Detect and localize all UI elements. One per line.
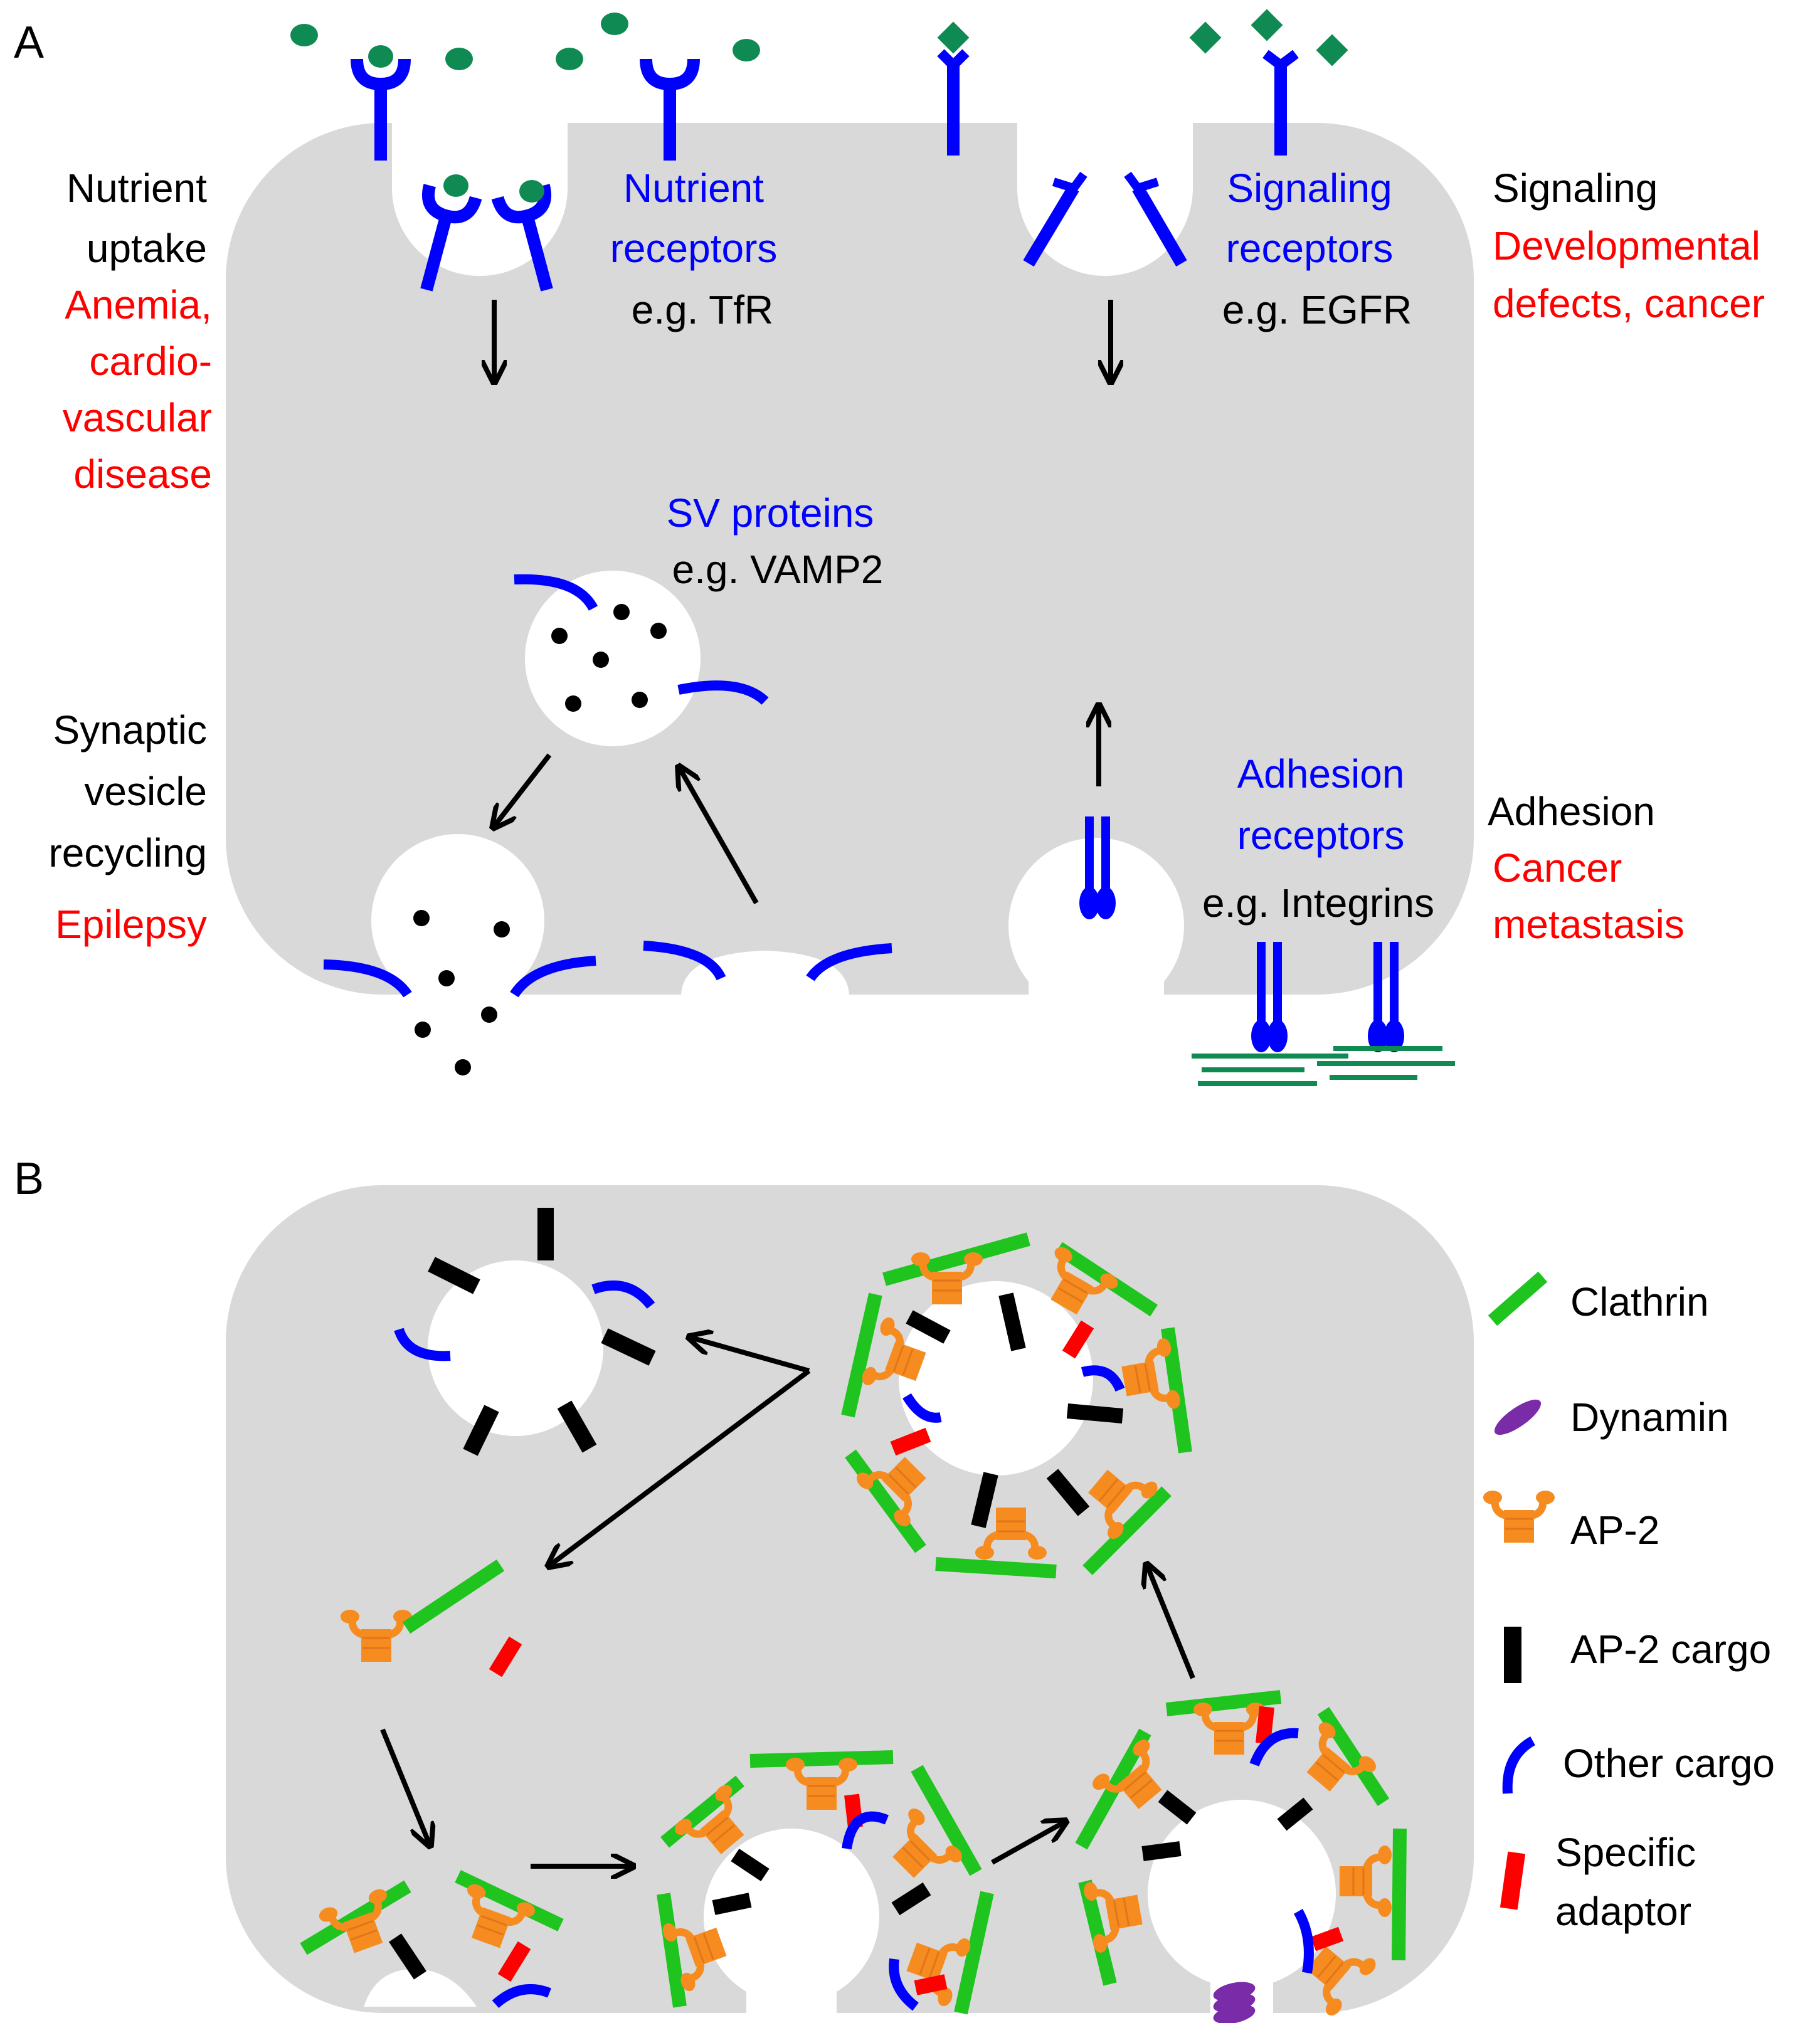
synaptic-disease-label: Epilepsy [55,902,207,947]
uncoated-vesicle [394,1208,656,1456]
svg-text:vesicle: vesicle [84,769,207,814]
svg-text:Signaling: Signaling [1227,166,1392,211]
nutrient-disease-label: Anemia, cardio- vascular disease [63,282,212,497]
svg-text:recycling: recycling [48,830,207,875]
clathrin-coated-vesicle [841,1232,1192,1578]
signaling-receptor-surface-2 [1262,50,1299,156]
specific-adaptor-bar-icon [1500,1851,1526,1910]
svg-text:receptors: receptors [1226,226,1394,271]
clathrin-bar-icon [1488,1271,1548,1326]
svg-text:adaptor: adaptor [1555,1889,1691,1934]
sv-example-label: e.g. VAMP2 [672,547,884,592]
panel-a-letter: A [14,18,44,68]
synaptic-vesicle-fusion [323,834,596,1075]
legend-ap2-cargo-label: AP-2 cargo [1570,1627,1771,1672]
legend-clathrin-label: Clathrin [1570,1279,1709,1324]
signaling-disease-label: Developmental defects, cancer [1493,223,1765,326]
synaptic-process-label: Synaptic vesicle recycling [48,707,207,875]
nutrient-endocytic-pit [392,100,570,296]
legend: Clathrin Dynamin AP-2 AP-2 cargo Other c… [1483,1271,1775,1934]
nutrient-process-label: Nutrient uptake [66,166,207,271]
svg-text:Adhesion: Adhesion [1237,751,1405,796]
late-pit [1075,1690,1407,2023]
endocytosis-to-sv-arrow [679,766,759,904]
svg-text:receptors: receptors [610,226,778,271]
panel-a-cell [226,123,1474,995]
ap2-cargo-bar-icon [1504,1627,1521,1683]
integrin-surface-2 [1368,942,1404,1052]
svg-text:metastasis: metastasis [1493,902,1685,947]
panel-b-arrows [380,1337,1195,1866]
adhesion-endosome [1008,816,1184,1013]
signaling-process-label: Signaling [1493,166,1658,211]
svg-text:Nutrient: Nutrient [623,166,764,211]
nutrient-receptor-label: Nutrient receptors [610,166,778,271]
adhesion-disease-label: Cancer metastasis [1493,845,1685,947]
growing-pit [660,1750,994,2015]
svg-text:cardio-: cardio- [89,339,212,384]
synaptic-vesicle [514,571,769,746]
svg-text:Specific: Specific [1555,1830,1696,1875]
extracellular-matrix [1192,1046,1455,1086]
legend-other-cargo-label: Other cargo [1563,1741,1775,1786]
other-cargo-arc-icon [1502,1736,1536,1794]
ap2-complex-icon [1483,1491,1555,1543]
sv-receptor-label: SV proteins [667,490,874,536]
adhesion-process-label: Adhesion [1488,789,1655,834]
svg-text:Cancer: Cancer [1493,845,1622,890]
adhesion-receptor-label: Adhesion receptors [1237,751,1405,858]
signaling-receptor-label: Signaling receptors [1226,166,1394,271]
svg-text:receptors: receptors [1237,813,1405,858]
nutrient-ligands [290,13,760,70]
svg-text:Anemia,: Anemia, [65,282,212,327]
nutrient-example-label: e.g. TfR [632,287,773,332]
legend-specific-adaptor-label: Specific adaptor [1555,1830,1696,1934]
dynamin-rings [1213,1982,1256,2023]
free-coat-components [341,1559,522,1677]
panel-b-letter: B [14,1154,44,1204]
svg-text:vascular: vascular [63,395,212,440]
integrin-surface-1 [1251,942,1288,1052]
adhesion-example-label: e.g. Integrins [1202,880,1434,926]
svg-text:defects, cancer: defects, cancer [1493,281,1765,326]
svg-text:Developmental: Developmental [1493,223,1760,268]
svg-text:disease: disease [73,452,212,497]
nucleation-site [300,1870,564,2009]
signaling-endocytic-pit [1017,100,1193,276]
synaptic-vesicle-endocytosis [643,941,892,995]
sv-to-fusion-arrow [493,753,552,828]
svg-text:uptake: uptake [87,226,207,271]
signaling-receptor-surface-1 [937,49,970,156]
signaling-example-label: e.g. EGFR [1222,287,1412,332]
svg-text:Synaptic: Synaptic [53,707,207,753]
dynamin-ellipse-icon [1494,1399,1542,1435]
legend-ap2-label: AP-2 [1570,1508,1659,1553]
legend-dynamin-label: Dynamin [1570,1395,1729,1440]
svg-text:Nutrient: Nutrient [66,166,207,211]
